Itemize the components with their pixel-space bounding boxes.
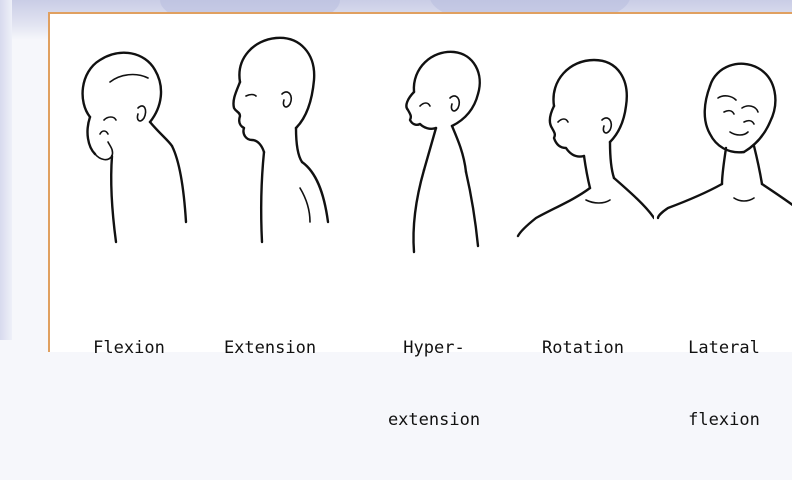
label-lateral-flexion: Lateral flexion <box>674 288 774 480</box>
flexion-illustration <box>50 22 190 262</box>
lateral-flexion-illustration <box>654 22 792 262</box>
head-flexion-drawing <box>50 22 190 262</box>
head-extension-drawing <box>196 22 336 262</box>
rotation-illustration <box>514 22 654 262</box>
label-hyperextension-line-2: extension <box>374 408 494 432</box>
label-extension: Extension <box>210 288 330 408</box>
label-flexion: Flexion <box>74 288 184 408</box>
label-rotation: Rotation <box>528 288 638 408</box>
head-rotation-drawing <box>514 22 654 262</box>
head-lateral-flexion-drawing <box>654 22 792 262</box>
hyperextension-illustration <box>354 22 494 262</box>
extension-illustration <box>196 22 336 262</box>
head-hyperextension-drawing <box>354 22 494 262</box>
label-hyperextension: Hyper- extension <box>374 288 494 480</box>
left-margin-strip <box>0 0 12 340</box>
label-lateral-flexion-line-2: flexion <box>674 408 774 432</box>
diagram-panel: Flexion Extension Hyper- extension Rotat… <box>48 12 792 352</box>
